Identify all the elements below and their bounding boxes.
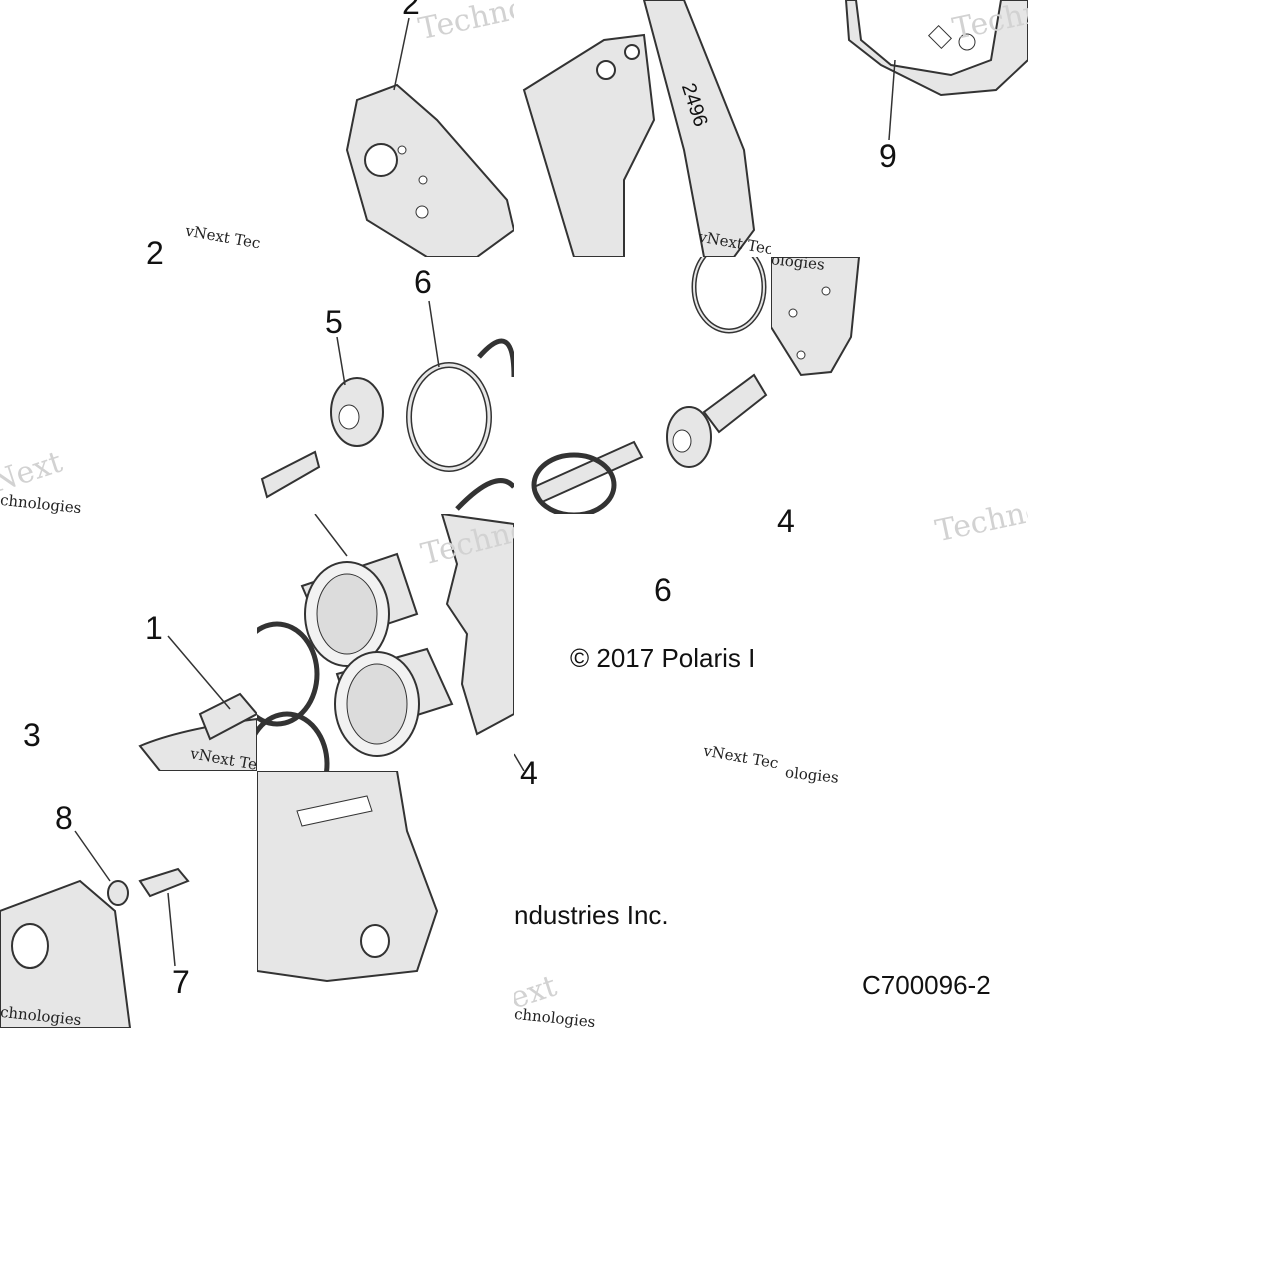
watermark-text: chnologies	[514, 1004, 597, 1028]
copyright-right: ndustries Inc.	[514, 900, 669, 930]
tile-r3-c2: Technologies	[257, 514, 514, 771]
callout-8: 8	[55, 800, 73, 836]
tile-r1-c4: Technologies	[771, 0, 1028, 257]
caliper-body-right-drawing	[257, 771, 439, 983]
callout-7: 7	[172, 964, 190, 1000]
callout-2-left: 2	[146, 235, 164, 271]
brake-pad-retainer-drawing	[844, 0, 1028, 141]
seal-and-pin-drawing	[260, 300, 514, 511]
caliper-half-drawing	[138, 635, 257, 771]
tile-r2-c1: chnologies Next	[0, 257, 257, 514]
tile-r2-c3	[514, 257, 771, 514]
bracket-corner-drawing	[771, 257, 861, 377]
tile-r2-c4: ologies	[771, 257, 1028, 514]
watermark-text: ext	[514, 968, 561, 1017]
watermark-text: ologies	[784, 763, 840, 787]
tile-r3-c1: vNext Te	[0, 514, 257, 771]
tile-r1-c3: 2496 vNext Tec	[514, 0, 771, 257]
leader-lines	[514, 753, 525, 771]
mounting-bracket-drawing	[345, 17, 514, 257]
caliper-body-left-drawing	[0, 830, 190, 1028]
callout-4-bottom: 4	[520, 755, 538, 791]
tile-r2-c2	[257, 257, 514, 514]
tile-r4-c3: chnologies ext	[514, 771, 771, 1028]
tile-r4-c1: chnologies	[0, 771, 257, 1028]
callout-4-right: 4	[777, 503, 795, 539]
callout-3: 3	[23, 717, 41, 753]
callout-1: 1	[145, 610, 163, 646]
callout-6-bottom: 6	[654, 572, 672, 608]
copyright-left: © 2017 Polaris I	[570, 643, 756, 673]
watermark-text: chnologies	[0, 490, 83, 514]
tile-r4-c2	[257, 771, 514, 1028]
callout-2-top: 2	[402, 0, 420, 21]
callout-6-top: 6	[414, 264, 432, 300]
watermark-text: vNext Tec	[184, 221, 262, 253]
tile-r3-c3	[514, 514, 771, 771]
diagram-code: C700096-2	[862, 970, 991, 1000]
callout-9: 9	[879, 138, 897, 174]
watermark-text: Next	[0, 444, 67, 501]
brake-pad-drawing	[522, 0, 756, 257]
tile-r1-c2: Technologies	[257, 0, 514, 257]
bleeder-and-ring-drawing	[531, 257, 768, 514]
pistons-drawing	[257, 514, 514, 771]
callout-5: 5	[325, 304, 343, 340]
